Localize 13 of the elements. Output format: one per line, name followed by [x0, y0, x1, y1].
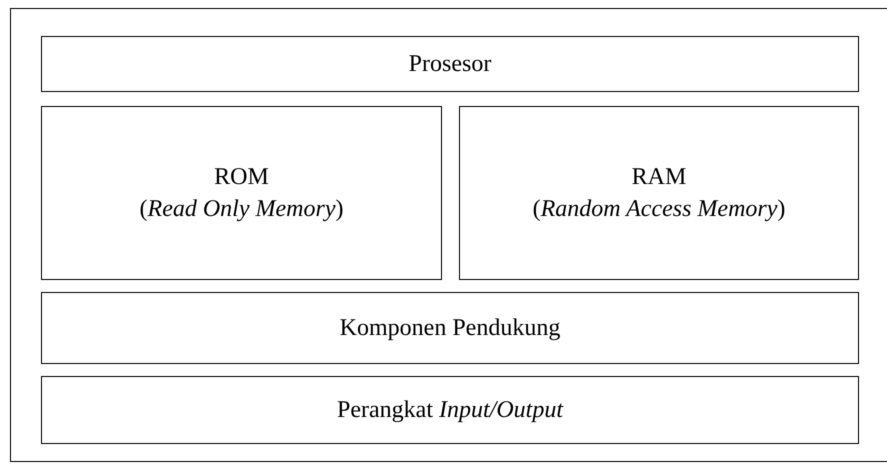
box-label: Perangkat Input/Output	[337, 396, 563, 425]
box-label: (Random Access Memory)	[532, 195, 786, 224]
component-box	[459, 106, 859, 280]
outer-frame	[10, 8, 887, 462]
box-label: (Read Only Memory)	[140, 195, 344, 224]
component-box	[41, 292, 859, 364]
box-label: ROM	[214, 163, 269, 192]
box-label: Komponen Pendukung	[340, 314, 560, 343]
component-box	[41, 36, 859, 92]
component-box	[41, 376, 859, 444]
component-box	[41, 106, 442, 280]
box-label: RAM	[632, 163, 686, 192]
box-label: Prosesor	[408, 50, 492, 79]
